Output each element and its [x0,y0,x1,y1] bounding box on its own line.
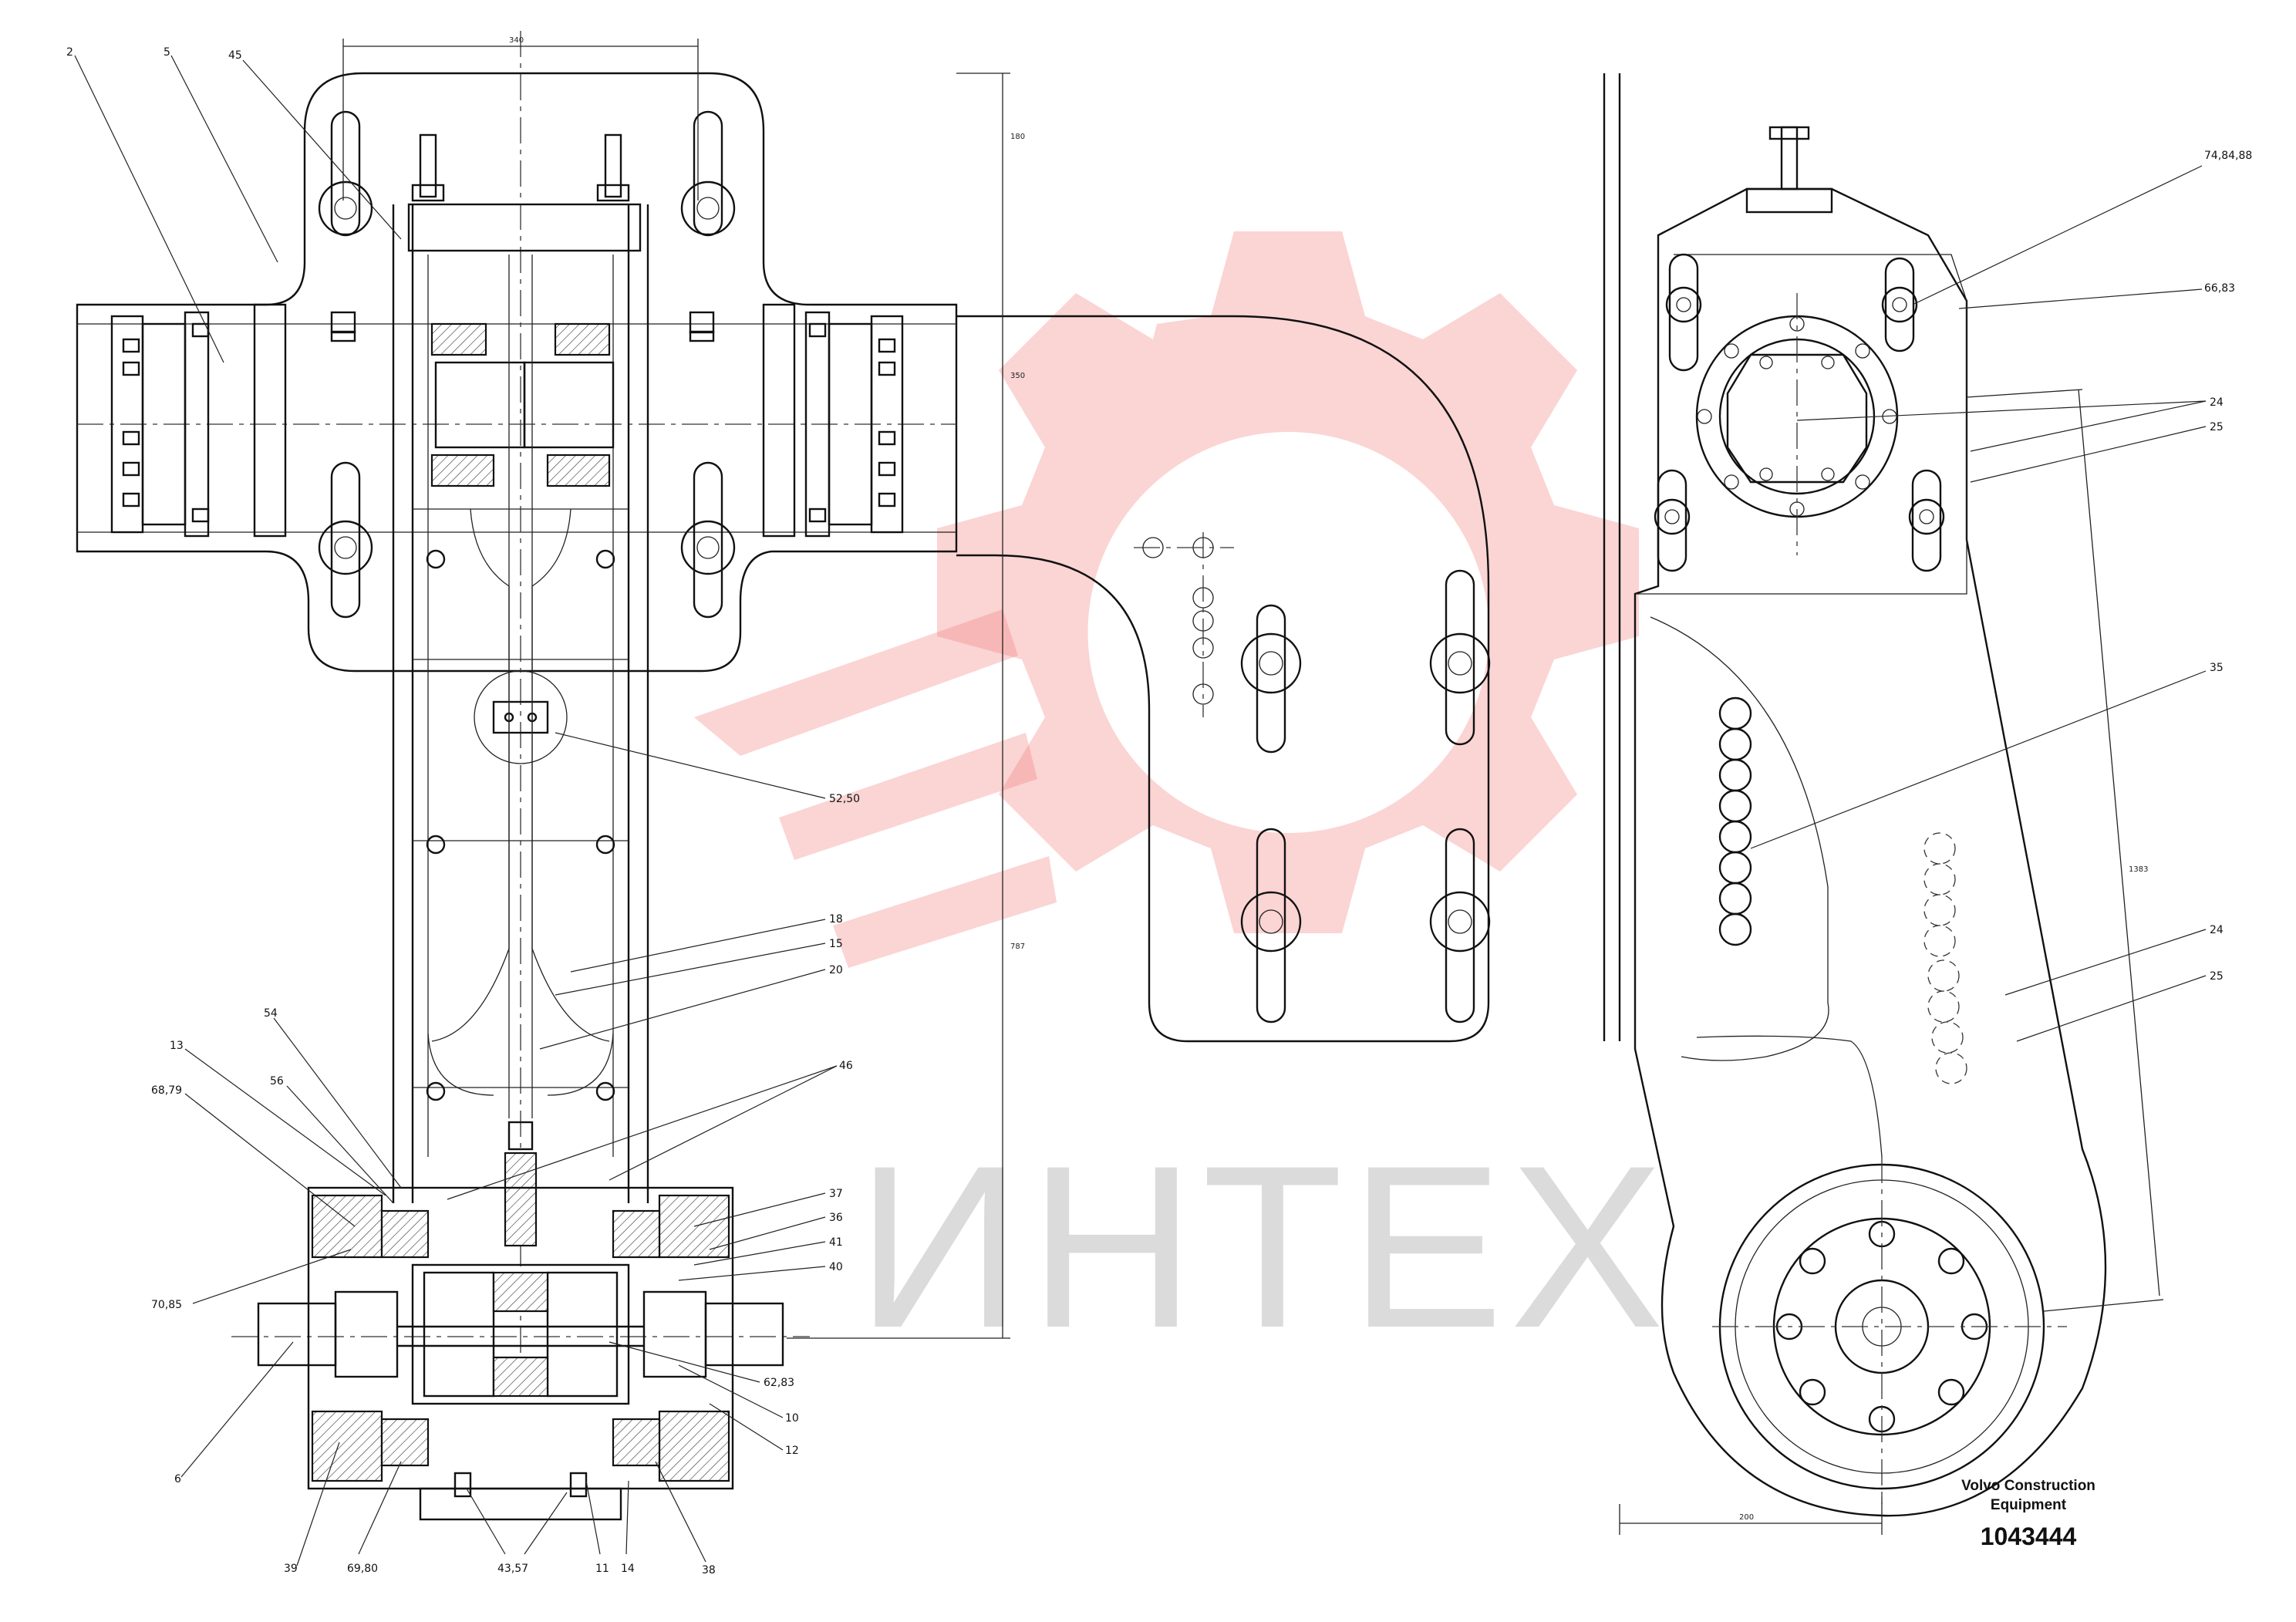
callout-24-lower: 24 [2210,924,2224,936]
right-flange-bolts [808,322,896,523]
callout-39: 39 [284,1563,298,1575]
callout-54: 54 [264,1007,278,1020]
callout-24-upper: 24 [2210,396,2224,409]
frame-slots [318,110,736,619]
front-section-view [76,31,958,1521]
lower-gearbox [307,1186,734,1521]
drawing-number: 1043444 [1981,1523,2077,1550]
watermark-text: ИНТЕХ [856,1117,1671,1376]
callout-62-83: 62,83 [764,1377,794,1389]
callout-41: 41 [829,1236,843,1249]
callout-14: 14 [621,1563,635,1575]
dimension-bottom: 200 [1739,1513,1754,1522]
callout-25-lower: 25 [2210,970,2224,983]
callout-25-upper: 25 [2210,421,2224,433]
callout-labels: 2 5 45 52,50 18 15 20 46 54 13 56 68,79 … [66,46,2252,1576]
callout-12: 12 [785,1445,799,1457]
title-block: Volvo Construction Equipment 1043444 [1961,1478,2095,1550]
dimension-lines: 340 180 350 787 200 1383 [342,36,2164,1535]
dimension-right-a: 180 [1010,133,1025,141]
callout-10: 10 [785,1412,799,1425]
callout-40: 40 [829,1261,843,1273]
side-elevation-view [1603,73,2107,1517]
callout-74-84-88: 74,84,88 [2204,150,2252,162]
callout-68-79: 68,79 [151,1084,182,1097]
callout-37: 37 [829,1188,843,1200]
mounting-plate-view [956,315,1491,1043]
callout-69-80: 69,80 [347,1563,378,1575]
callout-13: 13 [170,1040,184,1052]
title-block-maker-line2: Equipment [1991,1497,2067,1513]
watermark-logo: ИНТЕХ [694,231,1671,1376]
callout-35: 35 [2210,662,2224,674]
callout-20: 20 [829,964,843,976]
chain-hole-row [1718,696,1967,1084]
callout-11: 11 [595,1563,609,1575]
arm-bolts [426,549,615,1101]
callout-5: 5 [164,46,170,59]
watermark-arrow-icon [694,609,1057,968]
vertical-arm [392,204,649,1203]
callout-38: 38 [702,1564,716,1576]
dimension-top: 340 [509,36,524,45]
callout-66-83: 66,83 [2204,282,2235,295]
callout-45: 45 [228,49,242,62]
callout-15: 15 [829,938,843,950]
dimension-right-c: 787 [1010,943,1025,951]
callout-56: 56 [270,1075,284,1088]
top-adjuster-bolts [407,133,642,252]
callout-52-50: 52,50 [829,793,860,805]
left-flange-bolts [122,322,210,523]
callout-70-85: 70,85 [151,1299,182,1311]
callout-2: 2 [66,46,73,59]
callout-18: 18 [829,913,843,926]
dimension-side: 1383 [2129,865,2148,874]
dimension-right-b: 350 [1010,372,1025,380]
title-block-maker-line1: Volvo Construction [1961,1478,2095,1494]
callout-43-57: 43,57 [497,1563,528,1575]
callout-6: 6 [174,1473,181,1485]
callout-36: 36 [829,1212,843,1224]
callout-46: 46 [839,1060,853,1072]
leader-lines [74,55,2207,1566]
watermark-gear-icon [937,231,1639,933]
